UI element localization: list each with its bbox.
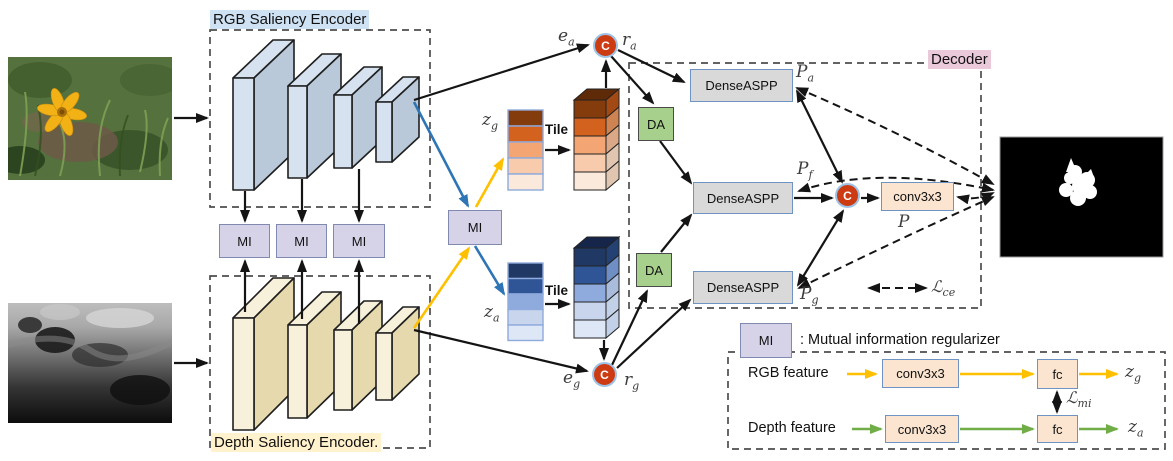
legend-rgb-conv3x3-box: conv3x3: [882, 359, 959, 388]
rgb-encoder-blocks: [232, 39, 420, 191]
depth-input-image: [8, 303, 172, 423]
legend-box: [727, 351, 1166, 450]
tile-label-depth: Tile: [545, 283, 569, 298]
p-label: P: [898, 212, 910, 232]
denseaspp-box-mid: DenseASPP: [693, 182, 793, 214]
ra-label: ra: [622, 30, 637, 53]
zg-label: zg: [482, 110, 499, 133]
pg-label: Pg: [800, 284, 819, 307]
mask-flower-silhouette: [1059, 158, 1097, 206]
concat-circle-bottom: C: [592, 362, 617, 387]
legend-mi-desc: : Mutual information regularizer: [800, 332, 1000, 348]
legend-zg-label: zg: [1125, 362, 1142, 385]
zg-vector: [507, 109, 544, 191]
zg-tiled-block: [572, 87, 621, 192]
denseaspp-box-top: DenseASPP: [690, 69, 793, 102]
denseaspp-box-bottom: DenseASPP: [693, 271, 793, 304]
za-label: za: [484, 302, 500, 325]
legend-depth-feature-label: Depth feature: [748, 420, 836, 436]
legend-za-label: za: [1128, 417, 1144, 440]
conv3x3-box: conv3x3: [881, 182, 954, 211]
mi-box-center: MI: [448, 210, 502, 245]
colored-feature-lines: [412, 101, 1119, 434]
za-vector: [507, 262, 544, 342]
da-box-top: DA: [638, 107, 674, 141]
legend-rgb-fc-box: fc: [1037, 359, 1078, 389]
legend-depth-conv3x3-box: conv3x3: [885, 415, 959, 443]
concat-circle-mid: C: [835, 183, 860, 208]
lmi-label: ℒmi: [1066, 388, 1092, 411]
loss-dashed-arrows: [795, 87, 995, 293]
rgb-input-image: [8, 57, 172, 180]
concat-circle-top: C: [593, 33, 618, 58]
rgb-encoder-box: [209, 29, 431, 208]
lce-label: ℒce: [931, 277, 956, 300]
mi-box-3: MI: [333, 224, 385, 258]
output-mask-image: [999, 136, 1164, 258]
pf-label: Pf: [797, 159, 813, 182]
rg-label: rg: [624, 370, 640, 393]
mi-box-1: MI: [219, 224, 270, 258]
pa-label: Pa: [796, 62, 815, 85]
legend-rgb-feature-label: RGB feature: [748, 365, 829, 381]
da-box-bottom: DA: [636, 253, 672, 287]
legend-mi-box: MI: [740, 323, 792, 358]
legend-depth-fc-box: fc: [1037, 415, 1078, 443]
depth-encoder-title: Depth Saliency Encoder.: [211, 433, 382, 452]
eg-label: eg: [563, 368, 581, 391]
decoder-title: Decoder: [928, 50, 991, 69]
depth-encoder-blocks: [232, 277, 420, 431]
za-tiled-block: [572, 235, 621, 340]
depth-encoder-box: [209, 275, 431, 449]
mi-box-2: MI: [276, 224, 327, 258]
tile-label-rgb: Tile: [545, 122, 569, 137]
rgb-encoder-title: RGB Saliency Encoder: [210, 10, 370, 29]
ea-label: ea: [558, 26, 575, 49]
flower: [37, 88, 87, 136]
